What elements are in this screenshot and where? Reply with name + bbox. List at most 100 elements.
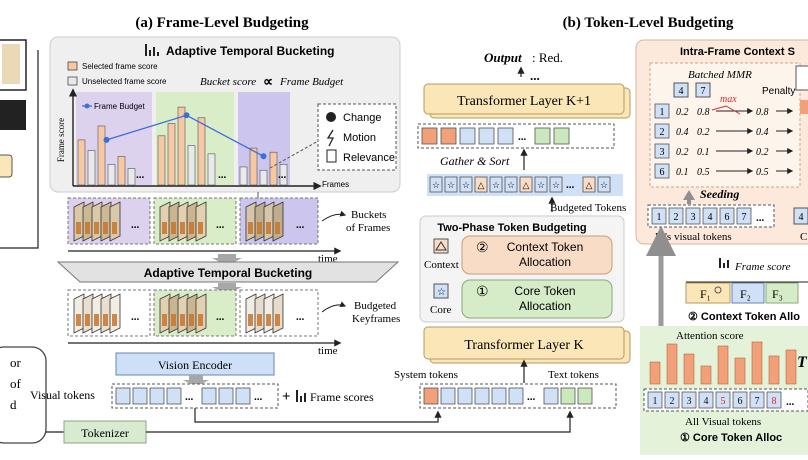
video-frame [254,293,266,334]
context-alloc-caption: ② Context Token Allo [688,311,800,323]
atb-bar [56,261,400,283]
budgeted-token-ellipsis: ... [566,179,575,191]
mmr-row-id-box [654,163,670,179]
core-alloc-line-1: Core Token [514,284,575,298]
budgeted-token-cells: ☆☆☆△☆☆△☆☆...△☆ [429,176,611,193]
all-token [664,391,680,409]
input-token [474,387,490,405]
video-frame-subject [162,222,167,234]
chart-bar [177,106,186,186]
video-frame [245,201,257,242]
tokenizer-to-text-tokens [146,410,574,433]
video-frame-subject [248,314,253,326]
frame-score-icon [719,258,729,268]
context-label: Context [424,259,459,271]
video-frame [73,201,85,242]
input-token [577,387,593,405]
video-frame-subject [275,314,280,326]
attention-bar [717,345,729,385]
output-dots: ... [530,68,540,83]
attention-bar [700,365,712,385]
attention-bar [734,357,746,385]
budgeted-token-glyph: △ [523,180,530,190]
mmr-row-score-b: 0.2 [697,127,710,138]
core-alloc-box [461,279,613,319]
legend-unselected-label: Unselected frame score [82,77,167,86]
video-frame [177,293,189,334]
kf-ellipsis-1: ... [131,311,140,323]
down-arrow-1 [212,254,242,266]
bucket-frame-strip: ... ... ... [67,197,319,245]
all-token [698,391,714,409]
mmr-row-score-a: 0.1 [676,167,689,178]
budgeted-token-glyph: ☆ [492,180,500,190]
mmr-row-penalty: 0.4 [756,127,769,138]
budgeted-token [549,176,563,193]
mmr-row-id-box [654,103,670,119]
budgeted-token [429,176,443,193]
input-token-ellipsis: ... [527,391,536,403]
all-token [647,391,663,409]
video-frame [263,201,275,242]
legend-selected-label: Selected frame score [82,62,158,71]
chart-bar [239,166,248,186]
layer-k1-box [423,83,625,115]
budgeted-token [597,176,611,193]
top-id-7-label: 7 [701,86,706,97]
core-alloc-line-2: Allocation [519,299,571,313]
video-frame-subject [275,222,280,234]
video-frame-subject [103,314,108,326]
frame-stack-bottom [73,293,284,334]
video-frame-subject [189,222,194,234]
seed-token [736,207,752,225]
frame-scores-icon [296,390,306,402]
frame-f1-label: F₁ [700,287,711,301]
mmr-row-id-box [654,123,670,139]
budgeted-token [489,176,503,193]
chart-bar [167,123,176,186]
frame-stack-top [73,201,284,242]
mmr-row-score-a: 0.2 [676,107,689,118]
layer-k-box [423,326,625,360]
all-token [766,391,782,409]
frame-budget-legend-dot [84,103,90,109]
query-partial-line-3: d [10,397,17,412]
budgeted-token-glyph: ☆ [432,180,440,190]
encoder-down-arrow [183,375,209,387]
top-id-4 [673,82,689,98]
all-token-label: 3 [687,396,692,407]
all-token-label: 1 [653,396,658,407]
atb-bar-label: Adaptive Temporal Bucketing [144,266,312,280]
video-frame [73,293,85,334]
keyframes-label-2: Keyframes [352,313,400,325]
frame-budget-point [183,112,190,119]
formula-right: Frame Budget [279,76,344,88]
mmr-title: Batched MMR [688,69,752,81]
frame-budget-line [82,103,267,160]
film-thumb [2,44,20,84]
all-token-label: 4 [704,396,709,407]
chart-bar [77,139,86,186]
mmr-row-score-b: 0.8 [697,107,710,118]
vision-encoder-label: Vision Encoder [158,358,232,372]
tokenizer-label: Tokenizer [81,426,129,440]
criteria-leader [269,139,321,169]
side-token [793,207,808,225]
system-tokens-label: System tokens [394,369,458,381]
two-phase-title: Two-Phase Token Budgeting [437,222,586,234]
frame-f3-label: F₃ [772,287,783,301]
video-frame [186,201,198,242]
video-frame [245,293,257,334]
attention-bar [683,353,695,385]
mmr-row-score-a: 0.2 [676,147,689,158]
chart-bar [249,147,258,186]
star-icon: ☆ [437,287,446,298]
frame-f2 [731,282,765,304]
criteria-motion: Motion [343,132,376,144]
attention-bar [649,361,661,385]
budgeted-token [582,176,596,193]
layer-k-label: Transformer Layer K [464,338,583,353]
plus-sign: + [282,389,291,405]
video-frame-subject [189,314,194,326]
